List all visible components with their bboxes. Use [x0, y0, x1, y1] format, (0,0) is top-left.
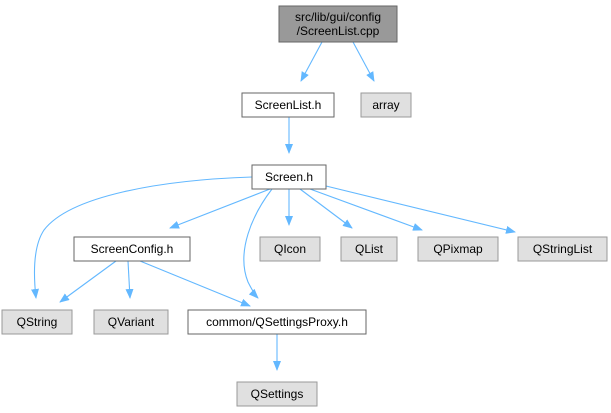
node-box — [241, 92, 335, 118]
node-box — [259, 236, 321, 262]
node-qsettings[interactable]: QSettings — [236, 381, 318, 407]
node-label: /ScreenList.cpp — [297, 24, 380, 38]
node-box — [360, 92, 412, 118]
node-label: ScreenList.h — [255, 98, 322, 112]
node-box — [517, 236, 608, 262]
node-box — [340, 236, 398, 262]
edge-screenconfig_h-to-qsettingsproxy_h — [139, 260, 251, 307]
node-qvariant[interactable]: QVariant — [93, 309, 169, 335]
edge-screen_h-to-screenconfig_h — [169, 188, 271, 229]
node-label: common/QSettingsProxy.h — [206, 315, 348, 329]
node-label: ScreenConfig.h — [91, 242, 174, 256]
edge-screen_h-to-qsettingsproxy_h — [243, 188, 273, 299]
node-label: QSettings — [251, 387, 304, 401]
edge-screenconfig_h-to-qstring — [59, 260, 117, 303]
edge-screen_h-to-qlist — [299, 188, 353, 229]
edge-screenconfig_h-to-qvariant — [125, 260, 134, 299]
node-qpixmap[interactable]: QPixmap — [417, 236, 499, 262]
edge-screen_h-to-qstring — [31, 176, 253, 299]
node-qicon[interactable]: QIcon — [259, 236, 321, 262]
node-array[interactable]: array — [360, 92, 412, 118]
node-label: array — [372, 98, 399, 112]
node-box — [1, 309, 73, 335]
node-qstring[interactable]: QString — [1, 309, 73, 335]
node-screenlist_h[interactable]: ScreenList.h — [241, 92, 335, 118]
node-label: QStringList — [533, 242, 593, 256]
node-label: QIcon — [274, 242, 306, 256]
node-qsettingsproxy_h[interactable]: common/QSettingsProxy.h — [187, 309, 367, 335]
node-label: QList — [355, 242, 384, 256]
edge-screenlist_cpp-to-array — [352, 41, 375, 82]
node-label: QString — [17, 315, 58, 329]
node-box — [251, 164, 327, 190]
edge-screen_h-to-qstringlist — [325, 185, 516, 234]
node-qlist[interactable]: QList — [340, 236, 398, 262]
node-label: Screen.h — [265, 170, 313, 184]
node-label: QVariant — [108, 315, 155, 329]
node-box — [93, 309, 169, 335]
node-box — [236, 381, 318, 407]
node-screen_h[interactable]: Screen.h — [251, 164, 327, 190]
node-screenconfig_h[interactable]: ScreenConfig.h — [73, 236, 191, 262]
node-label: QPixmap — [433, 242, 483, 256]
node-label: src/lib/gui/config — [295, 10, 381, 24]
edge-screenlist_cpp-to-screenlist_h — [300, 41, 323, 82]
node-box — [278, 5, 398, 43]
edge-screen_h-to-qpixmap — [309, 188, 423, 231]
node-box — [417, 236, 499, 262]
node-screenlist_cpp[interactable]: src/lib/gui/config/ScreenList.cpp — [278, 5, 398, 43]
node-box — [73, 236, 191, 262]
node-qstringlist[interactable]: QStringList — [517, 236, 608, 262]
node-box — [187, 309, 367, 335]
